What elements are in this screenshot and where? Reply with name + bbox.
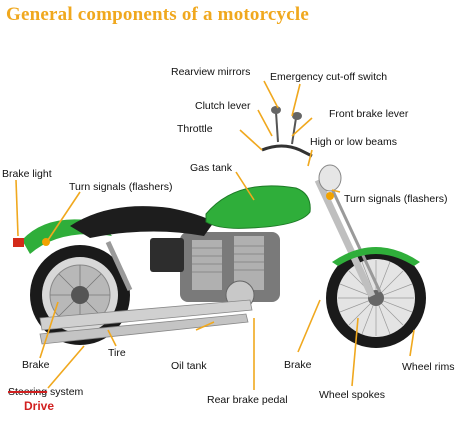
- label-clutch-lever: Clutch lever: [195, 100, 251, 112]
- label-tire: Tire: [108, 347, 126, 359]
- label-rearview-mirrors: Rearview mirrors: [171, 66, 251, 78]
- label-brake-light: Brake light: [2, 168, 52, 180]
- steering-struck-text: Steering: [8, 386, 48, 398]
- label-gas-tank: Gas tank: [190, 162, 233, 174]
- label-brake-front: Brake: [284, 359, 312, 371]
- front-fork: [314, 175, 382, 298]
- label-throttle: Throttle: [177, 123, 213, 135]
- label-wheel-spokes: Wheel spokes: [319, 389, 385, 401]
- label-steering-system: Steering system: [8, 386, 83, 398]
- engine: [180, 232, 280, 310]
- oil-tank-box: [150, 238, 184, 272]
- callout-lines: [15, 80, 415, 390]
- mirrors: [271, 106, 302, 145]
- headlight: [318, 164, 342, 192]
- label-brake-rear: Brake: [22, 359, 50, 371]
- front-turn-signal: [326, 192, 334, 200]
- label-wheel-rims: Wheel rims: [402, 361, 455, 373]
- brake-light-lamp: [13, 238, 24, 247]
- diagram-title: General components of a motorcycle: [6, 4, 309, 25]
- gas-tank-shape: [205, 185, 311, 229]
- front-fender: [332, 247, 420, 266]
- label-oil-tank: Oil tank: [171, 360, 207, 372]
- label-turn-signals-front: Turn signals (flashers): [344, 193, 448, 205]
- label-turn-signals-rear: Turn signals (flashers): [69, 181, 173, 193]
- steering-suffix-text: system: [47, 386, 84, 398]
- label-drive-correction: Drive: [24, 399, 55, 413]
- exhaust-pipes: [39, 299, 253, 345]
- rear-shock: [105, 240, 133, 292]
- label-rear-brake-pedal: Rear brake pedal: [207, 394, 288, 406]
- seat: [70, 206, 214, 238]
- front-wheel: [326, 248, 426, 348]
- label-high-low-beams: High or low beams: [310, 136, 397, 148]
- handlebars: [261, 144, 313, 158]
- label-emergency-cutoff-switch: Emergency cut-off switch: [270, 71, 388, 83]
- label-front-brake-lever: Front brake lever: [329, 108, 409, 120]
